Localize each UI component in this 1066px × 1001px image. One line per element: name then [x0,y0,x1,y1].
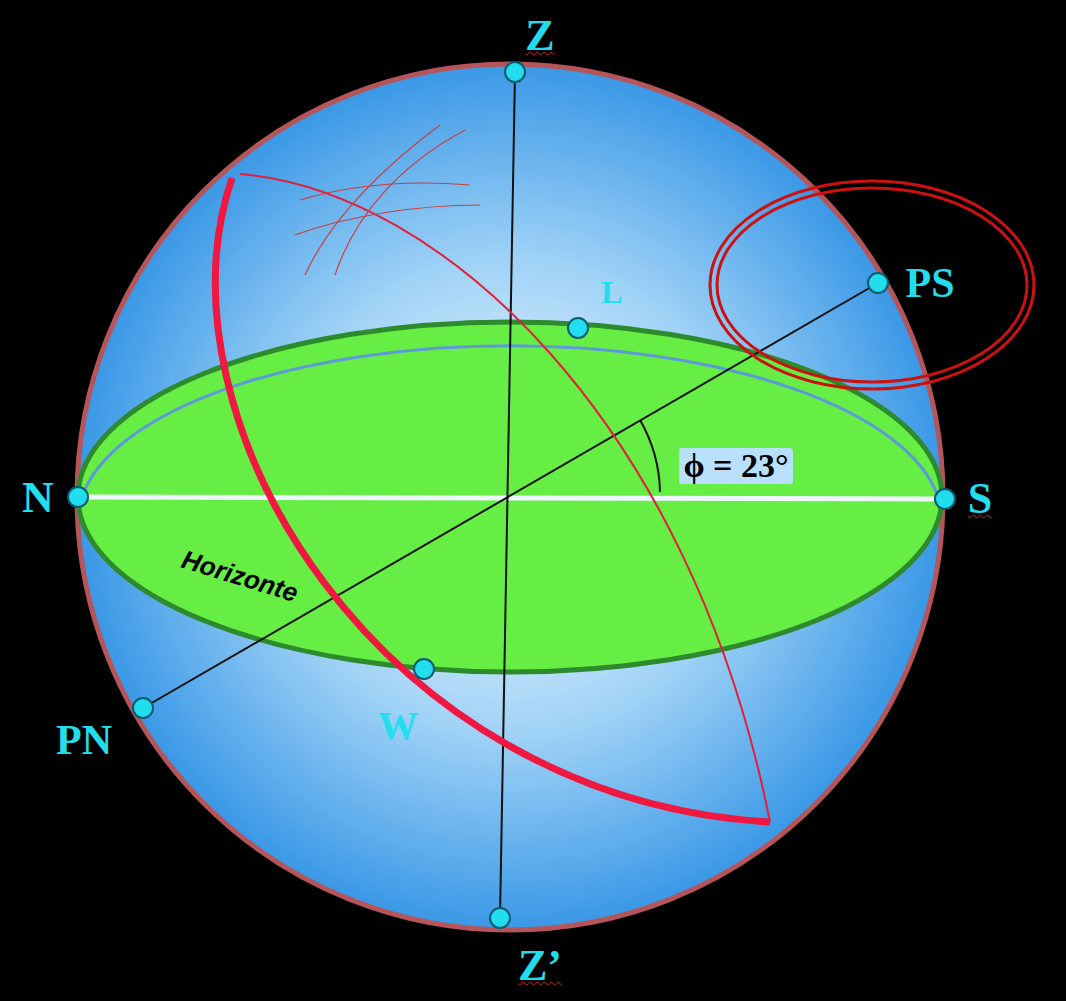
arc-marks [295,125,480,275]
nadir-label: Z’ [518,944,562,988]
polar-axis [143,283,878,708]
zenith-label: Z [525,14,554,58]
point-label: L [601,276,622,308]
pole-label: PN [56,719,112,761]
point-dots [68,62,955,928]
angle-label: ϕ = 23° [679,448,792,484]
cardinal-label: S [968,477,992,521]
meridian-line [80,497,945,499]
pole-label: PS [905,262,954,304]
angle-arc [640,420,660,492]
cardinal-label: N [22,476,54,520]
cardinal-label: W [378,706,418,746]
thin-circle [240,174,770,822]
celestial-equator [215,178,770,822]
highlight-ring [710,181,1034,389]
